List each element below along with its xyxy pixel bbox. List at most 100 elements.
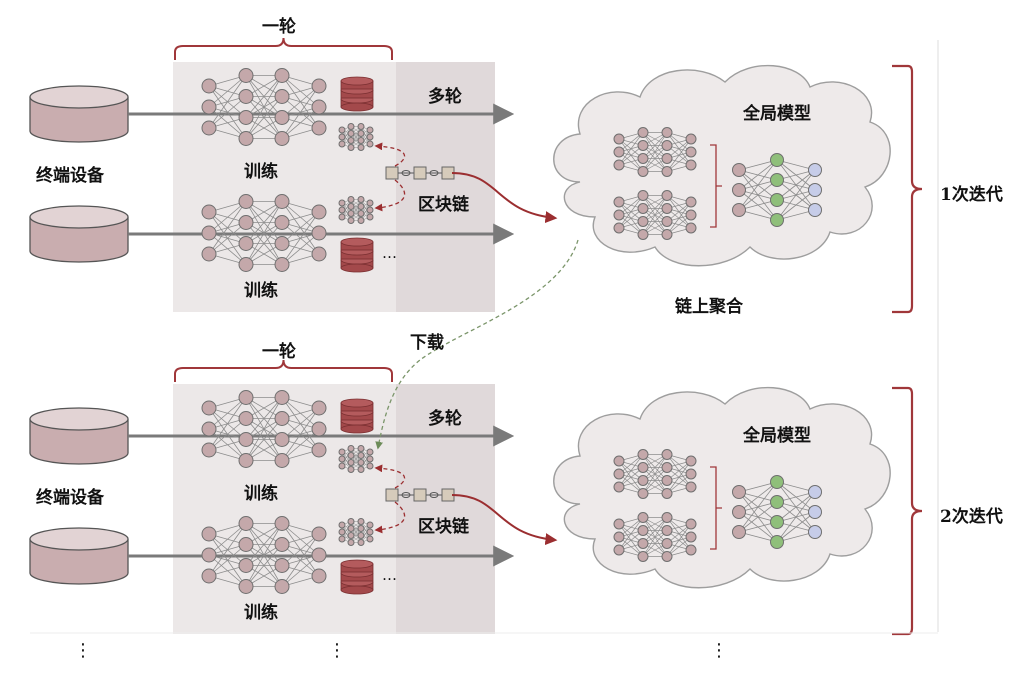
local-model-1a [201,68,327,146]
neuron-node [685,481,697,493]
neuron-node [357,518,365,525]
neuron-node [661,140,673,151]
neuron-node [613,133,625,145]
upload-arrow-2 [451,494,558,546]
neuron-node [637,190,649,201]
neuron-node [637,525,649,536]
neuron-node [366,455,374,463]
neuron-node [357,196,365,203]
blockchain-label-2: 区块链 [418,517,469,537]
neuron-node [366,448,374,456]
neuron-node [347,217,355,224]
neuron-node [347,518,355,525]
neuron-node [274,537,290,552]
neuron-node [637,551,649,562]
neuron-node [311,78,327,94]
neuron-node [338,206,346,214]
neuron-node [311,547,327,563]
neuron-node [808,505,822,519]
neuron-node [685,159,697,171]
neuron-node [357,217,365,224]
neuron-node [338,126,346,134]
neuron-node [347,525,355,532]
cloud-1 [553,64,891,267]
neuron-node [685,468,697,480]
neuron-node [347,210,355,217]
neuron-node [238,579,254,594]
neuron-node [357,137,365,144]
download-arrow [375,239,579,450]
neuron-node [732,203,746,217]
neuron-node [274,131,290,146]
neuron-node [238,516,254,531]
neuron-node [311,99,327,115]
neuron-node [637,216,649,227]
neuron-node [770,153,784,167]
neuron-node [366,199,374,207]
neuron-node [238,432,254,447]
neuron-node [311,400,327,416]
neuron-node [366,462,374,470]
neuron-node [357,539,365,546]
neuron-node [347,466,355,473]
neuron-node [366,140,374,148]
neuron-node [238,558,254,573]
neuron-node [613,531,625,543]
neuron-node [274,453,290,468]
neuron-node [347,532,355,539]
neuron-node [637,538,649,549]
neuron-node [274,215,290,230]
neuron-node [338,521,346,529]
device-cylinder-2b [29,527,129,585]
neuron-node [357,210,365,217]
neuron-node [357,466,365,473]
neuron-node [311,421,327,437]
neuron-node [201,78,217,94]
neuron-node [238,89,254,104]
neuron-node [613,468,625,480]
neuron-node [347,144,355,151]
neuron-node [770,193,784,207]
onchain-aggregation-label: 链上聚合 [675,297,743,317]
neuron-node [613,146,625,158]
neuron-node [238,194,254,209]
data-stack-1b [340,237,374,273]
neuron-node [311,204,327,220]
train-label-2b: 训练 [244,603,278,623]
neuron-node [661,449,673,460]
blockchain-2 [385,488,455,502]
neuron-node [357,459,365,466]
neuron-node [770,535,784,549]
neuron-node [366,528,374,536]
neuron-node [685,196,697,208]
neuron-node [808,183,822,197]
neuron-node [201,120,217,136]
neuron-node [366,521,374,529]
neuron-node [347,137,355,144]
neuron-node [311,442,327,458]
neuron-node [347,203,355,210]
neuron-node [685,209,697,221]
neuron-node [613,209,625,221]
neuron-node [311,246,327,262]
neuron-node [274,516,290,531]
neuron-node [347,123,355,130]
neuron-node [732,163,746,177]
multi-round-label-1: 多轮 [428,87,462,107]
neuron-node [338,528,346,536]
iteration-label-2: 2次迭代 [940,507,1003,527]
neuron-node [201,225,217,241]
neuron-node [238,110,254,125]
neuron-node [238,68,254,83]
blockchain-1 [385,166,455,180]
sync-arrow-1b [374,179,406,212]
block [413,166,427,180]
small-model-2b [338,518,374,546]
neuron-node [637,488,649,499]
neuron-node [637,153,649,164]
sync-arrow-1a [374,142,406,167]
neuron-node [338,140,346,148]
neuron-node [366,535,374,543]
neuron-node [347,459,355,466]
round-label-2: 一轮 [262,342,296,362]
